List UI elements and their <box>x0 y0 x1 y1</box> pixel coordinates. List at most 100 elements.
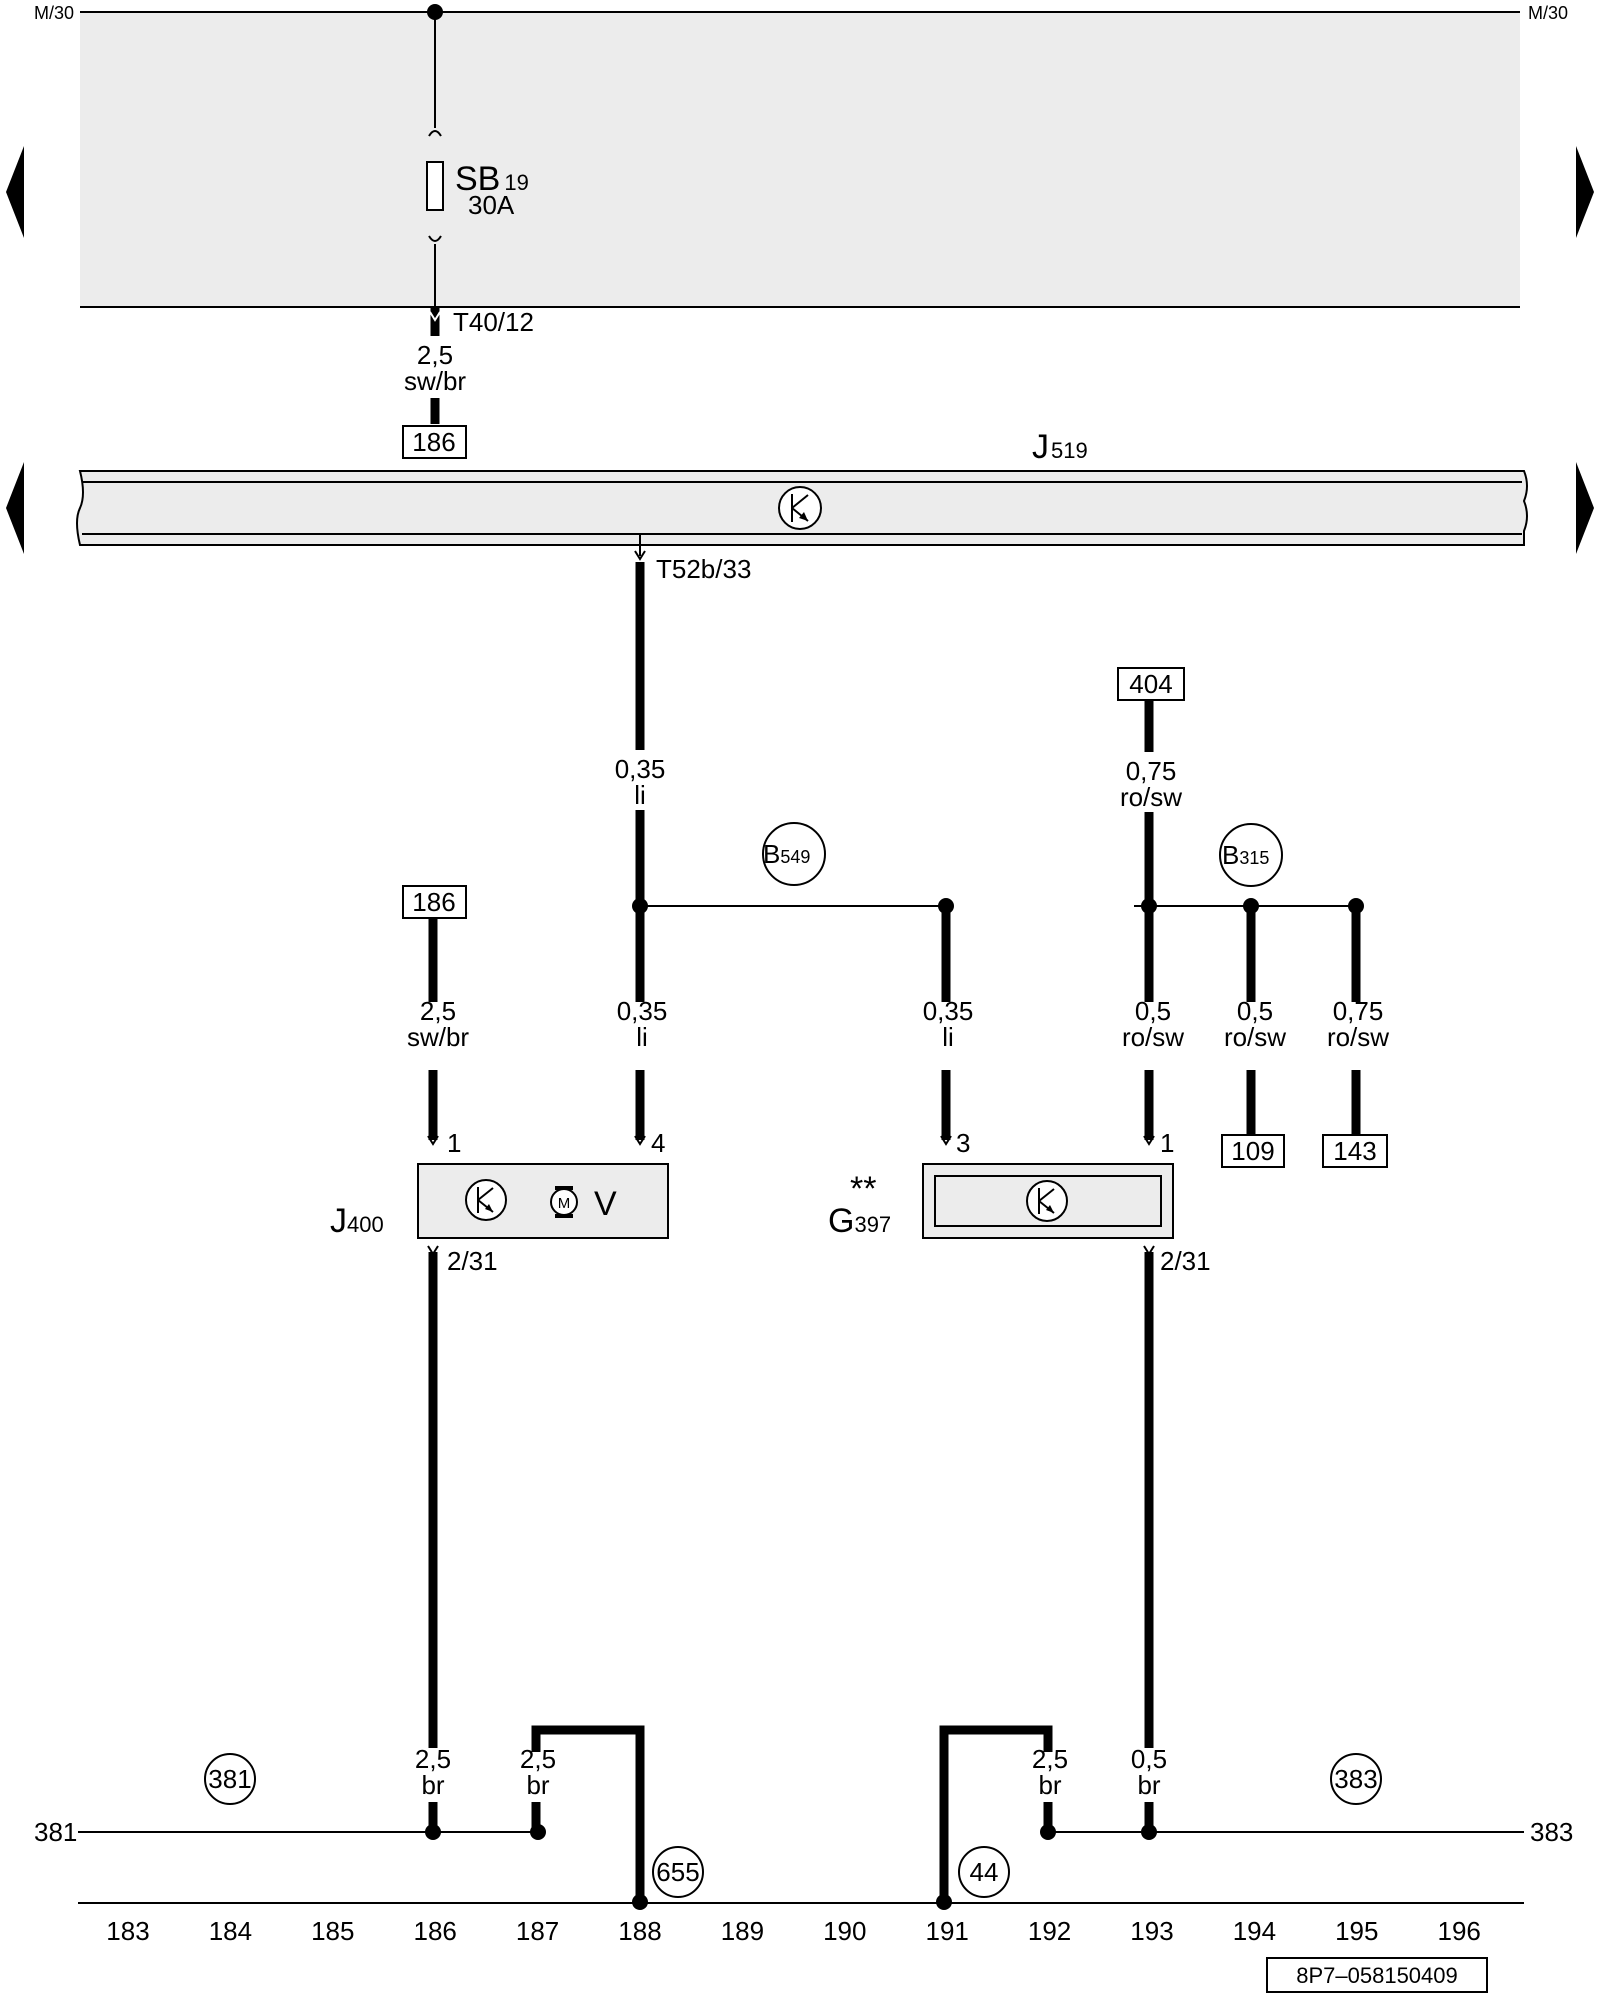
ground-node <box>1040 1824 1056 1840</box>
column-number: 186 <box>414 1916 457 1946</box>
control-unit-icon <box>778 486 822 530</box>
ground-node <box>425 1824 441 1840</box>
nav-right-arrow-top[interactable] <box>1576 146 1594 238</box>
splice-b549-label: B549 <box>763 839 810 869</box>
column-number: 191 <box>926 1916 969 1946</box>
ground-point-44 <box>958 1846 1010 1898</box>
fuse-sb19 <box>426 12 444 307</box>
ref-box-label: 186 <box>412 887 455 917</box>
connector-t40-12: T40/12 <box>453 307 534 337</box>
column-number: 190 <box>823 1916 866 1946</box>
footer-code: 8P7–058150409 <box>1296 1963 1458 1988</box>
column-number: 183 <box>106 1916 149 1946</box>
wire-color: br <box>526 1770 549 1800</box>
ground-point-label: 655 <box>656 1857 699 1887</box>
column-number: 193 <box>1130 1916 1173 1946</box>
ref-box-186[interactable] <box>402 425 467 459</box>
ground-ref-left: 381 <box>34 1817 77 1847</box>
j400-pin-1: 1 <box>447 1128 461 1158</box>
wire-size: 0,75 <box>1126 756 1177 786</box>
control-unit-icon <box>1026 1180 1068 1222</box>
connector-pin-icon <box>429 311 441 322</box>
footer-code-box <box>1266 1957 1488 1993</box>
g397-label: G397 <box>828 1202 891 1240</box>
nav-left-arrow-mid[interactable] <box>6 462 24 554</box>
rail-label-right: M/30 <box>1528 3 1568 23</box>
wire-color: br <box>421 1770 444 1800</box>
wire-color: ro/sw <box>1122 1022 1184 1052</box>
wire-size: 0,75 <box>1333 996 1384 1026</box>
connector-pin-icon <box>634 1135 646 1146</box>
column-number: 194 <box>1233 1916 1276 1946</box>
ref-box-143[interactable] <box>1322 1134 1388 1168</box>
wire-size: 2,5 <box>417 340 453 370</box>
connector-pin-icon <box>940 1135 952 1146</box>
ground-node <box>530 1824 546 1840</box>
wire-color: sw/br <box>404 366 466 396</box>
g397-pin-3: 3 <box>956 1128 970 1158</box>
nav-left-arrow-top[interactable] <box>6 146 24 238</box>
ref-box-label: 109 <box>1231 1136 1274 1166</box>
control-unit-icon <box>465 1179 507 1221</box>
j400-v-label: V <box>594 1185 617 1223</box>
ground-node <box>1141 1824 1157 1840</box>
g397-pin-out: 2/31 <box>1160 1246 1211 1276</box>
wire-color: ro/sw <box>1224 1022 1286 1052</box>
wire-size: 0,5 <box>1131 1744 1167 1774</box>
wire-color: br <box>1038 1770 1061 1800</box>
ground-point-label: 381 <box>208 1764 251 1794</box>
splice-b315-marker <box>1219 823 1283 887</box>
j400-pin-4: 4 <box>651 1128 665 1158</box>
column-number: 184 <box>209 1916 252 1946</box>
column-number: 185 <box>311 1916 354 1946</box>
wire-size: 2,5 <box>1032 1744 1068 1774</box>
svg-text:M: M <box>558 1195 571 1212</box>
j400-pin-out: 2/31 <box>447 1246 498 1276</box>
g397-pin-1: 1 <box>1160 1128 1174 1158</box>
ground-ref-right: 383 <box>1530 1817 1573 1847</box>
splice-b315-label: B315 <box>1222 840 1269 870</box>
wire-color: li <box>942 1022 954 1052</box>
nav-right-arrow-mid[interactable] <box>1576 462 1594 554</box>
connector-pin-icon <box>1143 1135 1155 1146</box>
splice-b549-node <box>632 898 648 914</box>
connector-pin-icon <box>427 1135 439 1146</box>
wire-color: ro/sw <box>1327 1022 1389 1052</box>
wire-size: 0,35 <box>615 754 666 784</box>
ref-box-label: 143 <box>1333 1136 1376 1166</box>
column-number: 189 <box>721 1916 764 1946</box>
wire-size: 0,35 <box>617 996 668 1026</box>
wire-size: 0,5 <box>1135 996 1171 1026</box>
wire-size: 0,5 <box>1237 996 1273 1026</box>
ground-point-655 <box>652 1846 704 1898</box>
wire-color: br <box>1137 1770 1160 1800</box>
splice-b315-node <box>1141 898 1157 914</box>
wire-color: li <box>636 1022 648 1052</box>
ground-point-label: 44 <box>970 1857 999 1887</box>
ref-box-109[interactable] <box>1221 1134 1285 1168</box>
ref-box-186[interactable] <box>402 885 467 919</box>
ground-point-381 <box>204 1753 256 1805</box>
wire-ground-192 <box>939 1725 1053 1902</box>
column-number: 192 <box>1028 1916 1071 1946</box>
fuse-panel-area <box>80 12 1520 307</box>
splice-b549-marker <box>762 822 826 886</box>
wire-color: li <box>634 780 646 810</box>
motor-icon: M <box>550 1186 578 1218</box>
column-number: 196 <box>1438 1916 1481 1946</box>
column-number: 187 <box>516 1916 559 1946</box>
ground-point-label: 383 <box>1334 1764 1377 1794</box>
wire-color: sw/br <box>407 1022 469 1052</box>
rail-label-left: M/30 <box>34 3 74 23</box>
ground-point-383 <box>1330 1753 1382 1805</box>
fuse-rating: 30A <box>468 190 515 220</box>
wire-color: ro/sw <box>1120 782 1182 812</box>
g397-mark: ** <box>850 1170 876 1208</box>
wire-size: 2,5 <box>420 996 456 1026</box>
wire-size: 2,5 <box>520 1744 556 1774</box>
column-number: 195 <box>1335 1916 1378 1946</box>
ref-box-label: 404 <box>1129 669 1172 699</box>
